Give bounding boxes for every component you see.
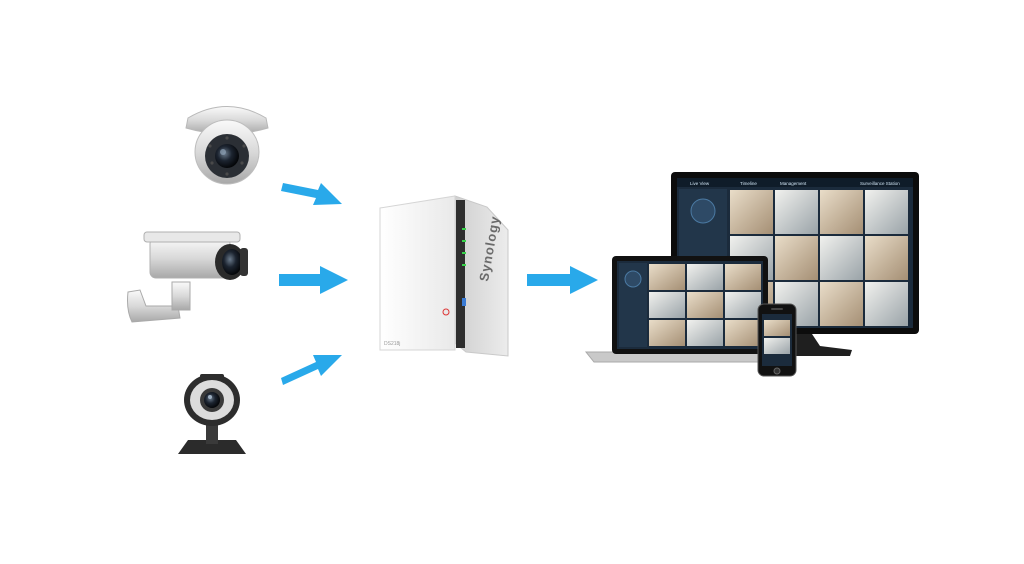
monitor-menu-management: Management: [780, 181, 807, 186]
camera-feed-tile: [820, 282, 863, 326]
arrow-webcam-to-nas: [281, 355, 342, 385]
arrow-bullet-to-nas: [279, 266, 348, 294]
monitor-menu-live: Live View: [690, 181, 710, 186]
webcam-icon: [178, 374, 246, 454]
arrow-dome-to-nas: [281, 183, 342, 205]
monitor-menu-timeline: Timeline: [740, 181, 757, 186]
camera-feed-tile: [865, 236, 908, 280]
monitor-user: Surveillance Station: [860, 181, 900, 186]
dome-camera-icon: [185, 106, 269, 185]
camera-feed-tile: [687, 292, 723, 318]
nas-icon: Synology DS218j: [379, 195, 509, 357]
camera-feed-tile: [865, 190, 908, 234]
camera-feed-tile: [725, 264, 761, 290]
camera-feed-tile: [730, 190, 773, 234]
nas-model-label: DS218j: [384, 341, 400, 347]
arrow-nas-to-viewers: [527, 266, 598, 294]
camera-feed-tile: [725, 320, 761, 346]
camera-feed-tile: [687, 320, 723, 346]
bullet-camera-icon: [127, 231, 248, 323]
camera-feed-tile: [687, 264, 723, 290]
camera-feed-tile: [775, 190, 818, 234]
laptop-icon: [584, 256, 791, 363]
phone-icon: [757, 303, 797, 377]
camera-feed-tile: [649, 264, 685, 290]
camera-feed-tile: [649, 292, 685, 318]
laptop-feed-grid: [649, 264, 761, 346]
camera-feed-tile: [820, 190, 863, 234]
camera-feed-tile: [649, 320, 685, 346]
camera-feed-tile: [725, 292, 761, 318]
camera-feed-tile: [820, 236, 863, 280]
camera-feed-tile: [865, 282, 908, 326]
camera-feed-tile: [775, 236, 818, 280]
nas-leds: [462, 228, 466, 306]
